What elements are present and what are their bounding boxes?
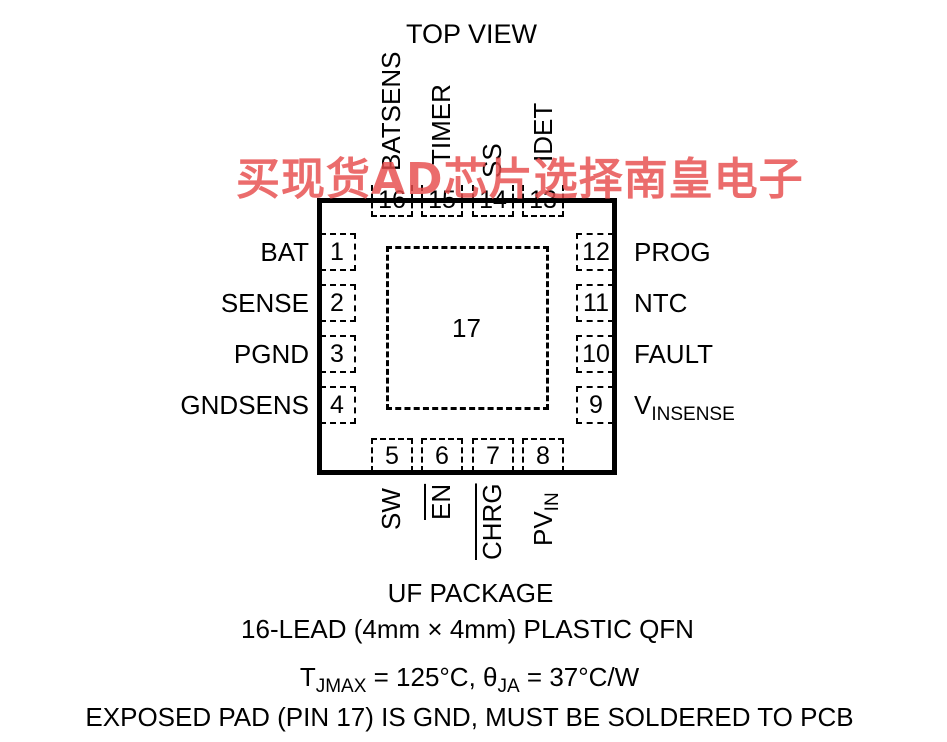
pin-1-name: BAT: [260, 237, 309, 267]
pin-6: 6: [421, 438, 463, 472]
pin-8-name: PVIN: [528, 492, 563, 546]
tjmax-value: = 125°C,: [366, 662, 484, 692]
pin-2-name: SENSE: [220, 288, 309, 318]
pin-10: 10: [576, 335, 614, 373]
pin-1: 1: [320, 233, 356, 271]
pin-9-name-main: V: [634, 390, 652, 420]
package-description: 16-LEAD (4mm × 4mm) PLASTIC QFN: [241, 614, 694, 644]
pin-11: 11: [576, 284, 614, 322]
pin-5-name: SW: [376, 488, 406, 530]
pin-2: 2: [320, 284, 356, 322]
pin-10-name: FAULT: [634, 339, 713, 369]
pin-4-name: GNDSENS: [180, 390, 309, 420]
pin-8-name-sub: IN: [542, 492, 563, 512]
pin-6-name: EN: [426, 483, 456, 520]
pin-3: 3: [320, 335, 356, 373]
pin-16: 16: [371, 185, 413, 217]
tjmax-symbol: T: [299, 662, 316, 692]
pin-13: 13: [522, 185, 564, 217]
pin-11-name: NTC: [634, 288, 688, 318]
theta-symbol: θ: [483, 662, 498, 692]
pin-14: 14: [472, 185, 514, 217]
package-name: UF PACKAGE: [387, 578, 554, 608]
pin-15: 15: [421, 185, 463, 217]
pin-9-name: VINSENSE: [634, 392, 735, 424]
top-view-label: TOP VIEW: [406, 19, 538, 49]
pin-7: 7: [472, 438, 514, 472]
pin-8: 8: [522, 438, 564, 472]
exposed-pad-note: EXPOSED PAD (PIN 17) IS GND, MUST BE SOL…: [85, 702, 854, 732]
exposed-pad: [386, 246, 549, 410]
pin-3-name: PGND: [233, 339, 309, 369]
package-body: [317, 198, 617, 475]
pin-9-name-sub: INSENSE: [651, 404, 735, 425]
exposed-pad-number: 17: [452, 313, 481, 343]
watermark-text: 买现货AD芯片选择南皇电子: [236, 154, 804, 205]
pin-5: 5: [371, 438, 413, 472]
pin-12-name: PROG: [634, 237, 711, 267]
theta-subscript: JA: [497, 676, 520, 697]
theta-value: = 37°C/W: [519, 662, 640, 692]
thermal-specs: TJMAX = 125°C, θJA = 37°C/W: [0, 664, 943, 696]
pin-7-name: CHRG: [477, 483, 507, 560]
tjmax-subscript: JMAX: [315, 676, 367, 697]
pin-8-name-main: PV: [528, 511, 558, 546]
pin-4: 4: [320, 386, 356, 424]
pin-15-name: TIMER: [426, 84, 456, 165]
pin-9: 9: [576, 386, 614, 424]
pin-12: 12: [576, 233, 614, 271]
